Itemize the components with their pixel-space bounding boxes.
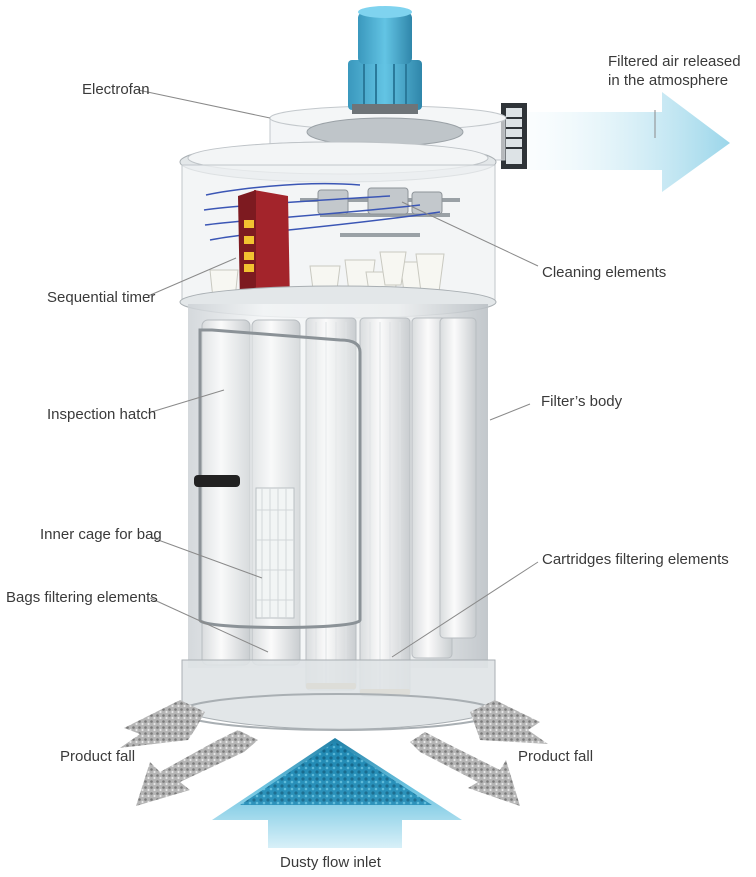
leader-lines	[137, 89, 656, 658]
product-fall-arrow-left	[120, 700, 258, 806]
bottom-flange	[179, 659, 497, 731]
sequential-timer-box	[238, 190, 290, 306]
label-product-fall-right: Product fall	[518, 748, 594, 765]
filtered-air-arrow	[528, 92, 730, 192]
product-fall-arrow-right	[410, 700, 548, 806]
label-electrofan: Electrofan	[82, 81, 150, 98]
inspection-hatch	[194, 328, 362, 629]
label-filtered-air: Filtered air released in the atmosphere	[608, 53, 741, 89]
label-bags: Bags filtering elements	[6, 589, 158, 606]
label-inspection-hatch: Inspection hatch	[47, 406, 157, 423]
inner-cage	[255, 487, 295, 619]
label-cleaning-elements: Cleaning elements	[542, 264, 667, 281]
label-sequential-timer: Sequential timer	[47, 289, 156, 306]
label-product-fall-left: Product fall	[60, 748, 136, 765]
label-dusty-inlet: Dusty flow inlet	[280, 854, 381, 871]
label-filters-body: Filter’s body	[541, 393, 623, 410]
dusty-flow-inlet-arrow	[212, 738, 462, 848]
cartridge-filtering-elements	[305, 317, 477, 697]
label-cartridges: Cartridges filtering elements	[542, 551, 729, 568]
electrofan-motor	[348, 6, 422, 114]
label-inner-cage: Inner cage for bag	[40, 526, 162, 543]
